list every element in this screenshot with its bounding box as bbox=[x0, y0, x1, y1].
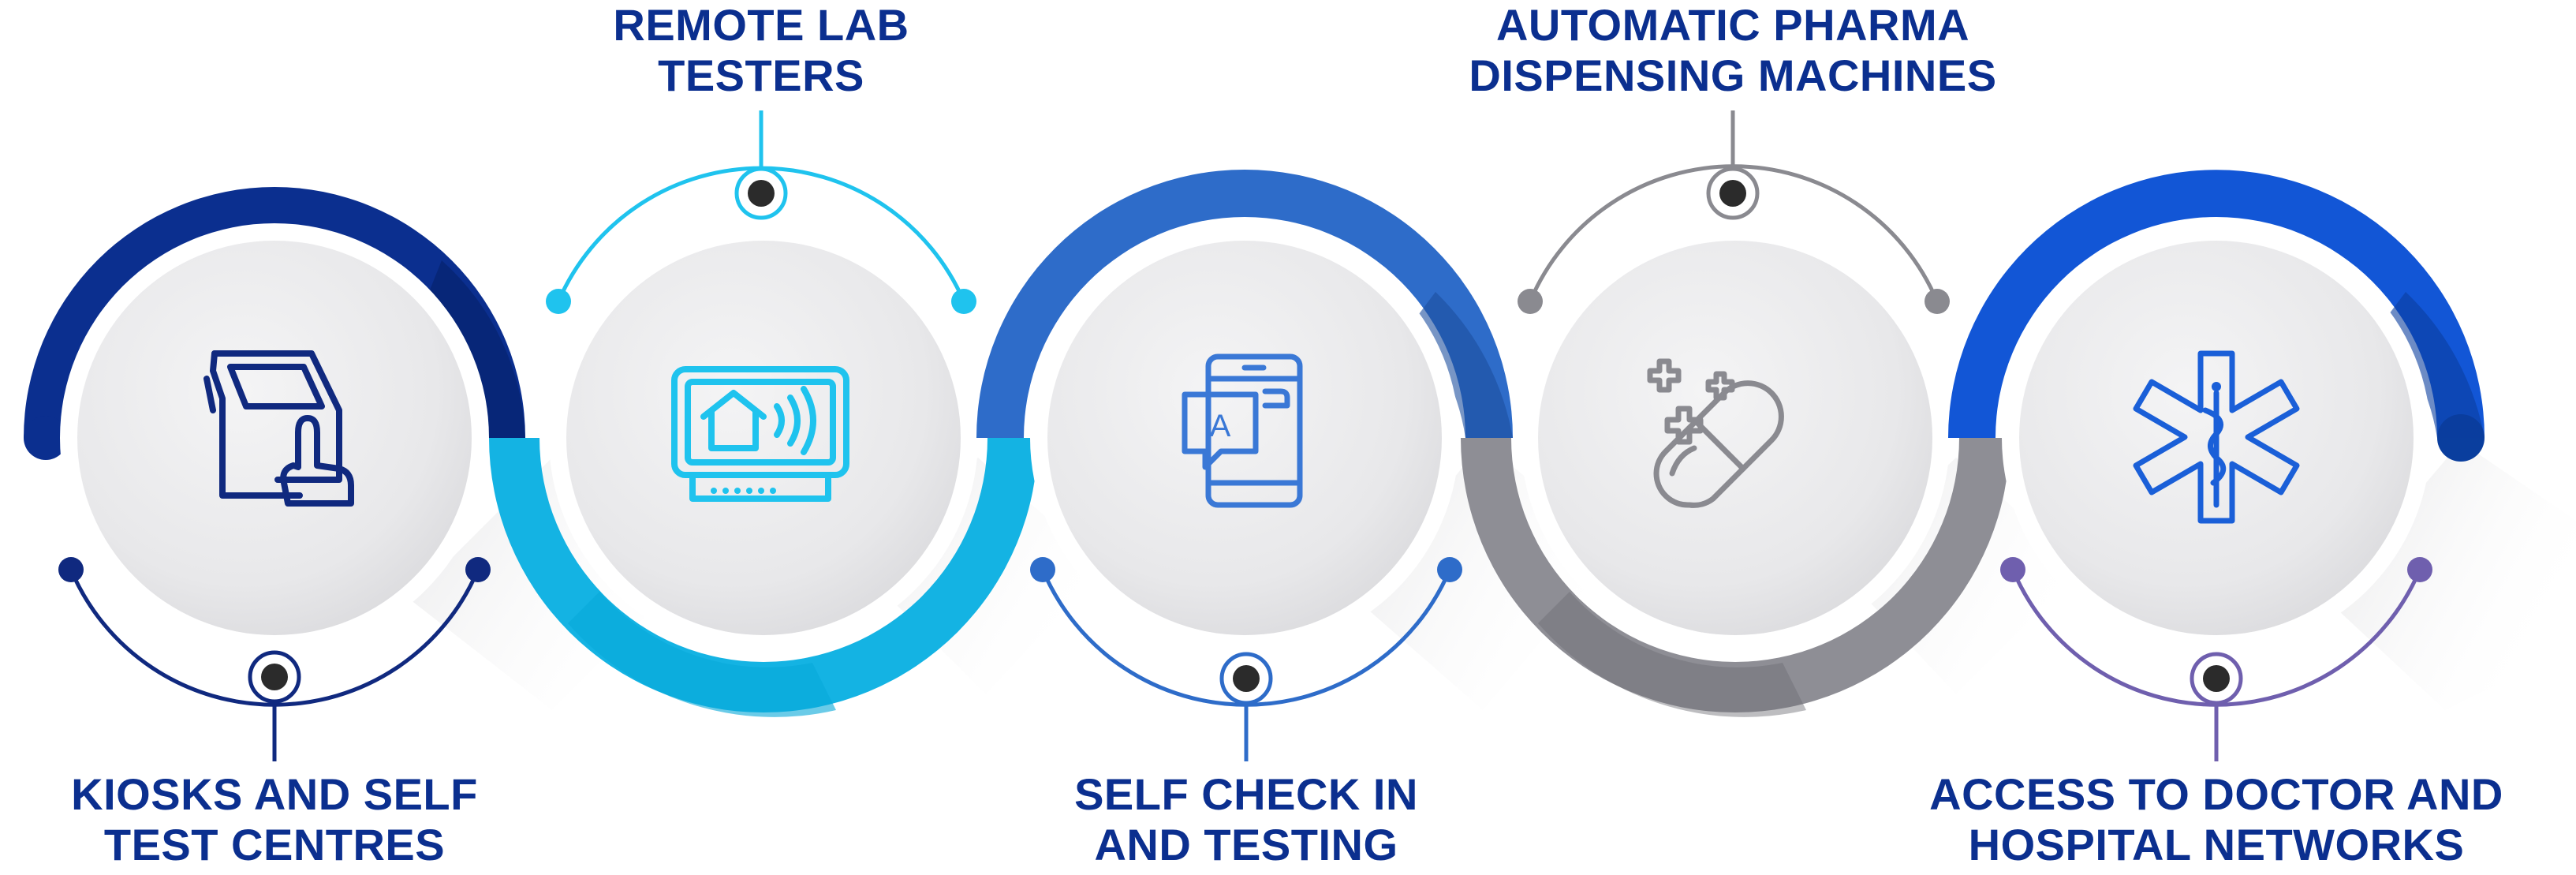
step-5-label: ACCESS TO DOCTOR AND HOSPITAL NETWORKS bbox=[1917, 769, 2516, 870]
step-5 bbox=[1948, 170, 2576, 761]
step-4 bbox=[1461, 110, 2082, 717]
step-3-arc-end-right bbox=[1437, 557, 1462, 582]
step-5-arc-end-right bbox=[2407, 557, 2432, 582]
step-4-label-line1: AUTOMATIC PHARMA bbox=[1495, 0, 1970, 50]
step-5-label-line2: HOSPITAL NETWORKS bbox=[1968, 820, 2465, 869]
step-3-arc-end-left bbox=[1030, 557, 1055, 582]
step-4-node-dot bbox=[1719, 180, 1746, 207]
step-2-node-dot bbox=[748, 180, 775, 207]
step-3-band-shade bbox=[1412, 292, 1513, 438]
staff-knob bbox=[2212, 382, 2221, 391]
step-1 bbox=[24, 187, 710, 761]
step-4-band bbox=[1461, 438, 2010, 712]
step-3-node-dot bbox=[1233, 665, 1260, 692]
step-1-arc-end-left bbox=[58, 557, 84, 582]
step-5-band bbox=[1948, 170, 2485, 438]
step-2 bbox=[489, 110, 1104, 717]
step-2-band-shade bbox=[568, 592, 836, 717]
step-2-label-line2: TESTERS bbox=[658, 50, 864, 100]
step-1-band-shade bbox=[426, 260, 525, 438]
step-4-label-line2: DISPENSING MACHINES bbox=[1469, 50, 1997, 100]
kiosk-touch-icon bbox=[203, 350, 354, 507]
step-5-shadow bbox=[2327, 442, 2576, 710]
step-2-arc-end-left bbox=[546, 289, 571, 314]
step-5-arc-end-left bbox=[2000, 557, 2025, 582]
step-1-disc bbox=[77, 241, 472, 635]
step-4-disc bbox=[1538, 241, 1932, 635]
step-2-label: REMOTE LAB TESTERS bbox=[461, 0, 1061, 101]
step-1-band-cap bbox=[24, 416, 68, 460]
phone-chat-letter: A bbox=[1210, 409, 1231, 443]
step-3-label-line2: AND TESTING bbox=[1094, 820, 1398, 869]
step-5-node-dot bbox=[2203, 665, 2230, 692]
step-2-disc bbox=[566, 241, 961, 635]
step-3-label-line1: SELF CHECK IN bbox=[1074, 769, 1418, 819]
step-3-label: SELF CHECK IN AND TESTING bbox=[946, 769, 1546, 870]
step-4-arc-end-right bbox=[1925, 289, 1950, 314]
step-3-disc bbox=[1047, 241, 1442, 635]
step-1-arc-end-right bbox=[465, 557, 491, 582]
status-dots bbox=[711, 488, 776, 494]
step-4-label: AUTOMATIC PHARMA DISPENSING MACHINES bbox=[1433, 0, 2033, 101]
step-4-band-shade bbox=[1538, 592, 1806, 717]
step-5-label-line1: ACCESS TO DOCTOR AND bbox=[1929, 769, 2503, 819]
pill-capsule-icon bbox=[1647, 358, 1784, 508]
step-2-arc-end-right bbox=[951, 289, 976, 314]
step-1-label-line2: TEST CENTRES bbox=[103, 820, 446, 869]
step-1-node-dot bbox=[261, 664, 288, 690]
step-3: A bbox=[976, 170, 1617, 761]
step-5-band-shade bbox=[2382, 292, 2485, 438]
step-1-label-line1: KIOSKS AND SELF bbox=[71, 769, 478, 819]
step-2-label-line1: REMOTE LAB bbox=[613, 0, 909, 50]
star-of-life-icon bbox=[2133, 350, 2300, 524]
step-3-band bbox=[976, 170, 1513, 438]
phone-chat-icon bbox=[1182, 353, 1303, 508]
remote-home-signal-icon bbox=[671, 366, 849, 502]
step-1-label: KIOSKS AND SELF TEST CENTRES bbox=[0, 769, 574, 870]
step-4-arc-end-left bbox=[1518, 289, 1543, 314]
step-1-band bbox=[24, 187, 525, 438]
